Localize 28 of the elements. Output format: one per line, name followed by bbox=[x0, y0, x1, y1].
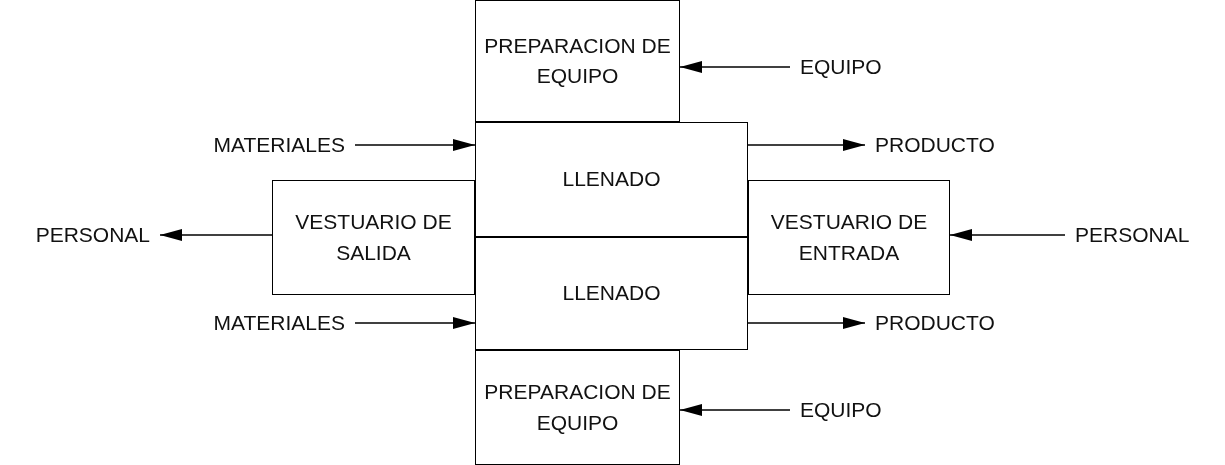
arrow bbox=[679, 61, 791, 73]
arrow bbox=[354, 139, 476, 151]
process-box bbox=[475, 0, 680, 122]
flow-text: PERSONAL bbox=[1075, 223, 1190, 247]
flow-text: MATERIALES bbox=[213, 311, 345, 335]
flow-text: EQUIPO bbox=[800, 55, 882, 79]
arrow bbox=[354, 317, 476, 329]
flow-text: PRODUCTO bbox=[875, 133, 995, 157]
arrow bbox=[159, 229, 273, 241]
box-label: LLENADO bbox=[561, 166, 662, 193]
process-box bbox=[748, 180, 950, 295]
flow-text: MATERIALES bbox=[213, 133, 345, 157]
flow-text: PERSONAL bbox=[35, 223, 150, 247]
arrow bbox=[679, 404, 791, 416]
arrow bbox=[949, 229, 1066, 241]
flow-text: PRODUCTO bbox=[875, 311, 995, 335]
box-label: PREPARACION DE EQUIPO bbox=[483, 32, 672, 89]
arrow bbox=[747, 139, 866, 151]
flow-text: EQUIPO bbox=[800, 398, 882, 422]
box-label: VESTUARIO DE ENTRADA bbox=[769, 209, 929, 266]
process-box bbox=[475, 350, 680, 465]
process-box bbox=[475, 237, 748, 350]
box-label: PREPARACION DE EQUIPO bbox=[483, 379, 672, 436]
process-box bbox=[272, 180, 475, 295]
box-label: VESTUARIO DE SALIDA bbox=[294, 209, 453, 266]
process-box bbox=[475, 122, 748, 237]
arrow bbox=[747, 317, 866, 329]
box-label: LLENADO bbox=[561, 280, 662, 307]
